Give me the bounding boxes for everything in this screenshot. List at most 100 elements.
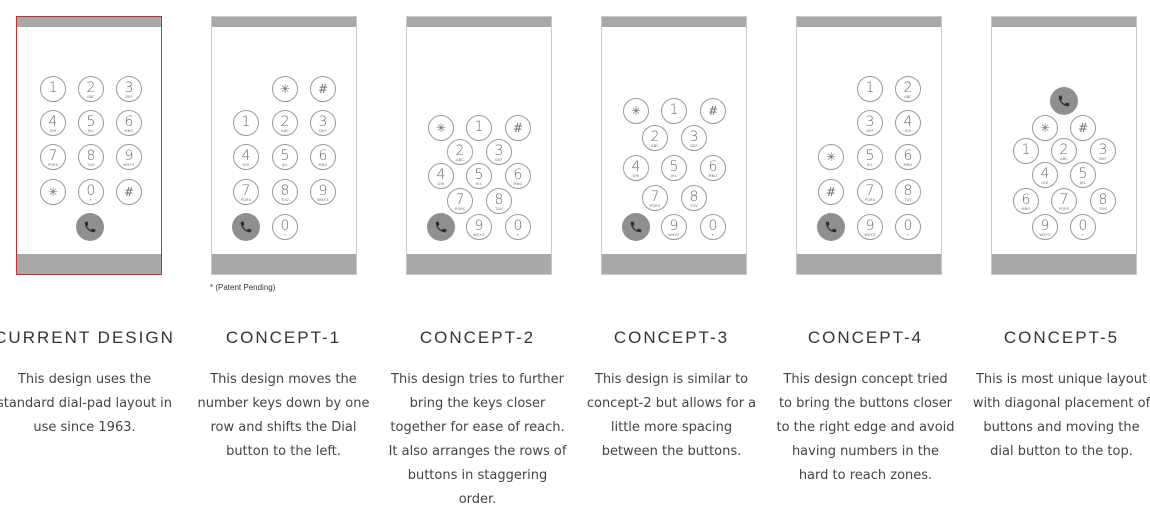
key-digit: 1 [865,80,875,96]
key-0[interactable]: 0+ [78,179,104,205]
key-star[interactable]: ✳ [818,144,844,170]
key-0[interactable]: 0+ [1070,214,1096,240]
dial-button[interactable] [232,213,260,241]
key-0[interactable]: 0+ [505,214,531,240]
dial-button[interactable] [427,213,455,241]
dial-button[interactable] [622,213,650,241]
key-hash[interactable]: # [818,179,844,205]
key-letters: DEF [125,95,133,99]
dial-button[interactable] [76,213,104,241]
key-symbol: ✳ [435,121,447,135]
key-star[interactable]: ✳ [40,179,66,205]
key-1[interactable]: 1 [857,76,883,102]
concept-title: CONCEPT-2 [419,328,536,347]
key-digit: 0 [903,218,913,234]
key-letters: + [1081,233,1085,237]
key-letters: TUV [281,198,289,202]
description-line: This design is similar to [594,372,749,387]
key-0[interactable]: 0+ [700,214,726,240]
key-hash[interactable]: # [505,115,531,141]
key-1[interactable]: 1 [661,98,687,124]
key-hash[interactable]: # [310,76,336,102]
key-star[interactable]: ✳ [1032,115,1058,141]
patent-note: * (Patent Pending) [210,283,276,292]
description-line: little more spacing [610,420,733,435]
key-digit: 7 [650,189,660,205]
key-star[interactable]: ✳ [428,115,454,141]
key-letters: JKL [671,174,677,178]
key-letters: PQRS [454,207,466,211]
key-letters: + [89,198,93,202]
key-0[interactable]: 0+ [272,214,298,240]
key-0[interactable]: 0+ [895,214,921,240]
key-star[interactable]: ✳ [272,76,298,102]
key-digit: 6 [513,167,523,183]
key-hash[interactable]: # [700,98,726,124]
key-digit: 7 [241,183,251,199]
dial-button[interactable] [1050,87,1078,115]
key-digit: 1 [48,80,58,96]
status-bar [602,17,746,27]
key-letters: JKL [1080,181,1086,185]
key-hash[interactable]: # [116,179,142,205]
key-1[interactable]: 1 [466,115,492,141]
key-1[interactable]: 1 [233,110,259,136]
key-1[interactable]: 1 [40,76,66,102]
key-hash[interactable]: # [1070,115,1096,141]
key-star[interactable]: ✳ [623,98,649,124]
key-1[interactable]: 1 [1013,138,1039,164]
dial-button[interactable] [817,213,845,241]
